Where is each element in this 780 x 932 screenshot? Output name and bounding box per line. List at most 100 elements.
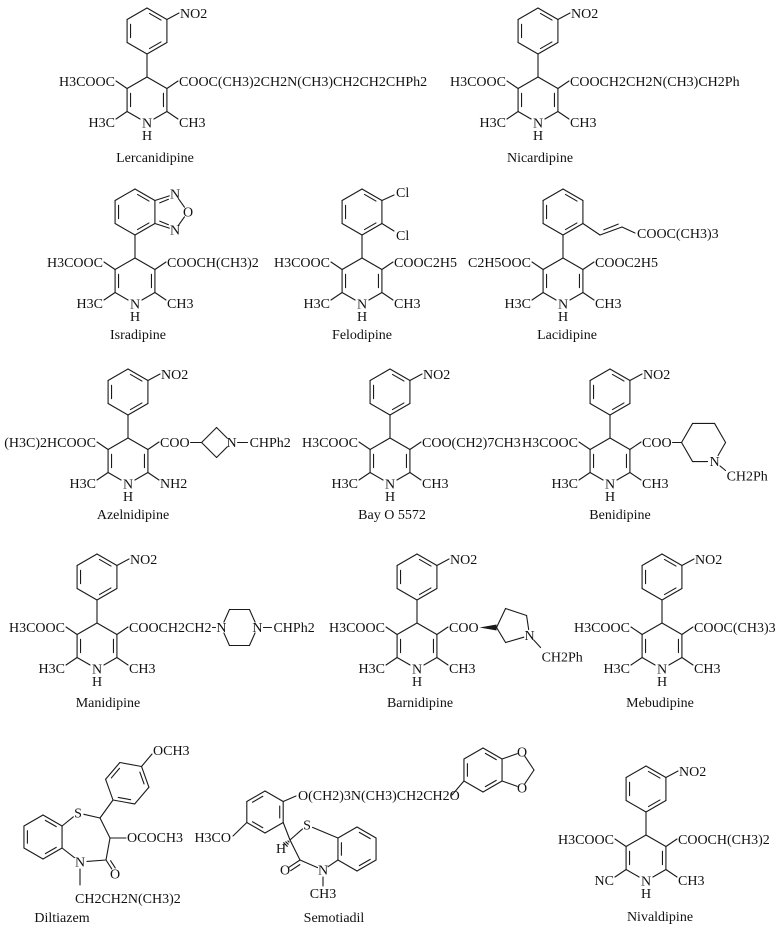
chloro-label: Cl: [396, 229, 409, 244]
bond: [645, 834, 667, 848]
bond: [524, 755, 535, 771]
nitro-group-label: NO2: [571, 7, 598, 22]
bond: [96, 587, 118, 601]
ring-nitrogen-label: N: [558, 298, 568, 313]
bond: [216, 446, 228, 459]
compound-name: Diltiazem: [34, 911, 89, 926]
bond: [23, 814, 44, 827]
bond: [129, 373, 143, 382]
c2-substituent-label: H3C: [604, 662, 630, 677]
right-ester-label: COOCH2CH2: [129, 621, 211, 636]
bond: [385, 626, 398, 636]
bond: [116, 626, 129, 636]
bond: [134, 188, 156, 202]
bond: [177, 198, 186, 208]
bond: [409, 373, 423, 382]
bond: [589, 437, 611, 451]
bond: [381, 291, 394, 301]
bond: [396, 656, 411, 666]
bond: [103, 656, 118, 666]
bond: [223, 632, 231, 647]
bond: [416, 587, 438, 601]
oxadiazole-oxygen-label: O: [183, 206, 193, 221]
nitro-group-label: NO2: [450, 553, 477, 568]
bond: [621, 226, 636, 234]
methoxy-label: H3CO: [194, 831, 231, 846]
ring-nitrogen-label: N: [605, 478, 615, 493]
dioxole-oxygen-label: O: [517, 782, 527, 797]
bond: [368, 291, 383, 301]
left-ester-label: H3COOC: [329, 621, 385, 636]
bond: [630, 626, 643, 636]
c6-substituent-label: CH3: [570, 116, 596, 131]
bond: [361, 188, 383, 202]
bond: [557, 12, 571, 21]
left-ester-label: H3COOC: [574, 621, 630, 636]
sulfur-label: S: [74, 807, 82, 822]
bond: [83, 813, 101, 819]
bond: [154, 291, 167, 301]
bond: [107, 368, 129, 382]
bond: [129, 402, 143, 411]
bond: [418, 587, 432, 596]
bond: [154, 261, 167, 271]
ring-nh-hydrogen-label: H: [385, 490, 395, 505]
bond: [484, 752, 497, 761]
bond: [134, 786, 150, 805]
bond: [524, 769, 535, 785]
bond: [177, 216, 186, 226]
bond: [341, 188, 363, 202]
bond: [681, 626, 694, 636]
bond: [599, 226, 623, 236]
bond: [589, 471, 604, 481]
bond: [358, 858, 371, 867]
bond: [451, 780, 465, 796]
bond: [105, 859, 113, 870]
bond: [311, 826, 339, 839]
bond: [611, 402, 625, 411]
bond: [327, 859, 339, 868]
bond: [159, 220, 169, 226]
bond: [557, 80, 570, 90]
bond: [409, 471, 422, 481]
nitro-group-label: NO2: [695, 553, 722, 568]
bond: [103, 291, 116, 301]
bond: [526, 614, 530, 631]
bond: [614, 868, 627, 878]
bond: [537, 76, 559, 90]
bond: [578, 441, 591, 451]
bond: [396, 553, 418, 567]
bond: [361, 222, 383, 236]
bond: [76, 622, 98, 636]
nitro-group-label: NO2: [161, 368, 188, 383]
bond: [681, 441, 694, 463]
c6-substituent-label: CH3: [694, 662, 720, 677]
bond: [248, 608, 256, 623]
bond: [154, 222, 170, 229]
benzyl-label: CH2Ph: [727, 470, 768, 485]
bond: [107, 402, 129, 416]
compound-name: Nivaldipine: [627, 910, 693, 925]
dioxole-oxygen-label: O: [517, 746, 527, 761]
bond: [166, 80, 179, 90]
right-ester-label: COO: [449, 621, 479, 636]
ring-nh-hydrogen-label: H: [412, 675, 422, 690]
bond: [542, 291, 557, 301]
bond: [496, 607, 507, 629]
bond: [629, 471, 642, 481]
ring-nh-hydrogen-label: H: [357, 310, 367, 325]
bond: [105, 761, 121, 780]
bond: [630, 656, 643, 666]
ring-nitrogen-label: N: [385, 478, 395, 493]
bond: [589, 402, 611, 416]
ring-nitrogen-label: N: [357, 298, 367, 313]
bond: [517, 110, 532, 120]
bond: [389, 402, 411, 416]
